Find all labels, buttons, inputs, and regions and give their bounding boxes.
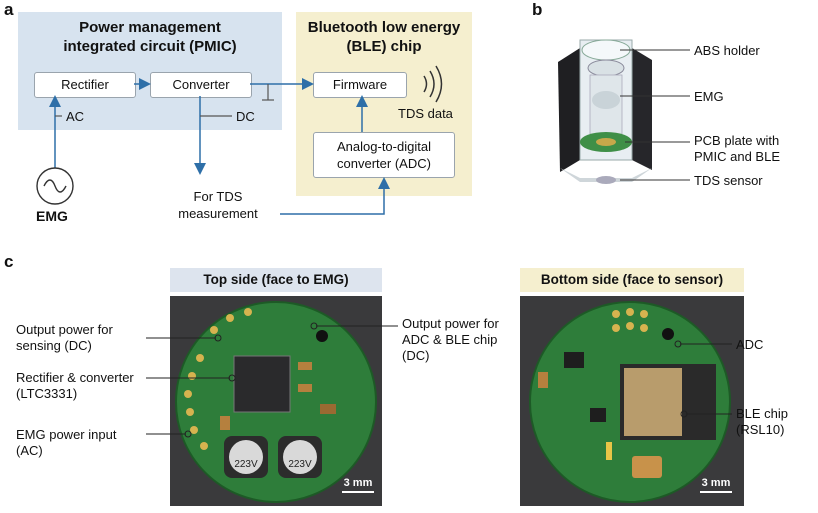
panel-b-letter: b [532, 0, 543, 19]
rect-conv-line1: Rectifier & converter [16, 370, 134, 385]
rectifier-box: Rectifier [34, 72, 136, 98]
pcb-plate-label: PCB plate with PMIC and BLE [694, 133, 780, 165]
tds-measurement-label: For TDS measurement [168, 188, 268, 222]
pcb-line1: PCB plate with [694, 133, 780, 148]
scale-left: 3 mm [344, 477, 373, 489]
pmic-title: Power management integrated circuit (PMI… [63, 19, 237, 55]
emg-in-line1: EMG power input [16, 427, 117, 442]
bottom-side-header: Bottom side (face to sensor) [520, 268, 744, 292]
tds-meas-line1: For TDS [193, 189, 243, 204]
output-adc-label: Output power for ADC & BLE chip (DC) [402, 316, 499, 364]
abs-holder-label: ABS holder [694, 43, 760, 58]
inductor-left-text: 223V [234, 459, 258, 470]
pcb-line2: PMIC and BLE [694, 149, 780, 164]
ble-title: Bluetooth low energy (BLE) chip [307, 19, 461, 55]
top-board-photo: 223V 223V 3 mm [170, 296, 382, 506]
emg-input-label: EMG power input (AC) [16, 427, 116, 459]
out-sensing-line2: sensing (DC) [16, 338, 92, 353]
tds-sensor-label: TDS sensor [694, 173, 763, 188]
panel-a-letter: a [4, 0, 14, 19]
output-sensing-label: Output power for sensing (DC) [16, 322, 113, 354]
device-photo [540, 20, 680, 195]
out-adc-line2: ADC & BLE chip [402, 332, 498, 347]
out-adc-line3: (DC) [402, 348, 430, 363]
tds-data-label: TDS data [398, 106, 453, 121]
ble-chip-line1: BLE chip [736, 406, 789, 421]
scale-right: 3 mm [702, 477, 731, 489]
bottom-board-photo: 3 mm [520, 296, 744, 506]
wireless-icon [423, 65, 443, 103]
top-side-header: Top side (face to EMG) [170, 268, 382, 292]
tds-meas-line2: measurement [178, 206, 258, 221]
inductor-right-text: 223V [288, 459, 312, 470]
ac-label: AC [66, 109, 85, 124]
adc-label-line2: converter (ADC) [337, 156, 431, 171]
adc-box: Analog-to-digital converter (ADC) [313, 132, 455, 178]
rect-conv-line2: (LTC3331) [16, 386, 78, 401]
ble-chip-label: BLE chip (RSL10) [736, 406, 788, 438]
dc-label: DC [236, 109, 255, 124]
adc-chip-label: ADC [736, 337, 764, 352]
pmic-block [18, 12, 282, 130]
emg-label: EMG [36, 208, 68, 224]
panel-c-letter: c [4, 252, 14, 271]
emg-in-line2: (AC) [16, 443, 43, 458]
emg-device-label: EMG [694, 89, 724, 104]
rect-conv-label: Rectifier & converter (LTC3331) [16, 370, 134, 402]
out-sensing-line1: Output power for [16, 322, 113, 337]
ble-chip-line2: (RSL10) [736, 422, 785, 437]
out-adc-line1: Output power for [402, 316, 499, 331]
converter-box: Converter [150, 72, 252, 98]
adc-label-line1: Analog-to-digital [337, 139, 431, 154]
